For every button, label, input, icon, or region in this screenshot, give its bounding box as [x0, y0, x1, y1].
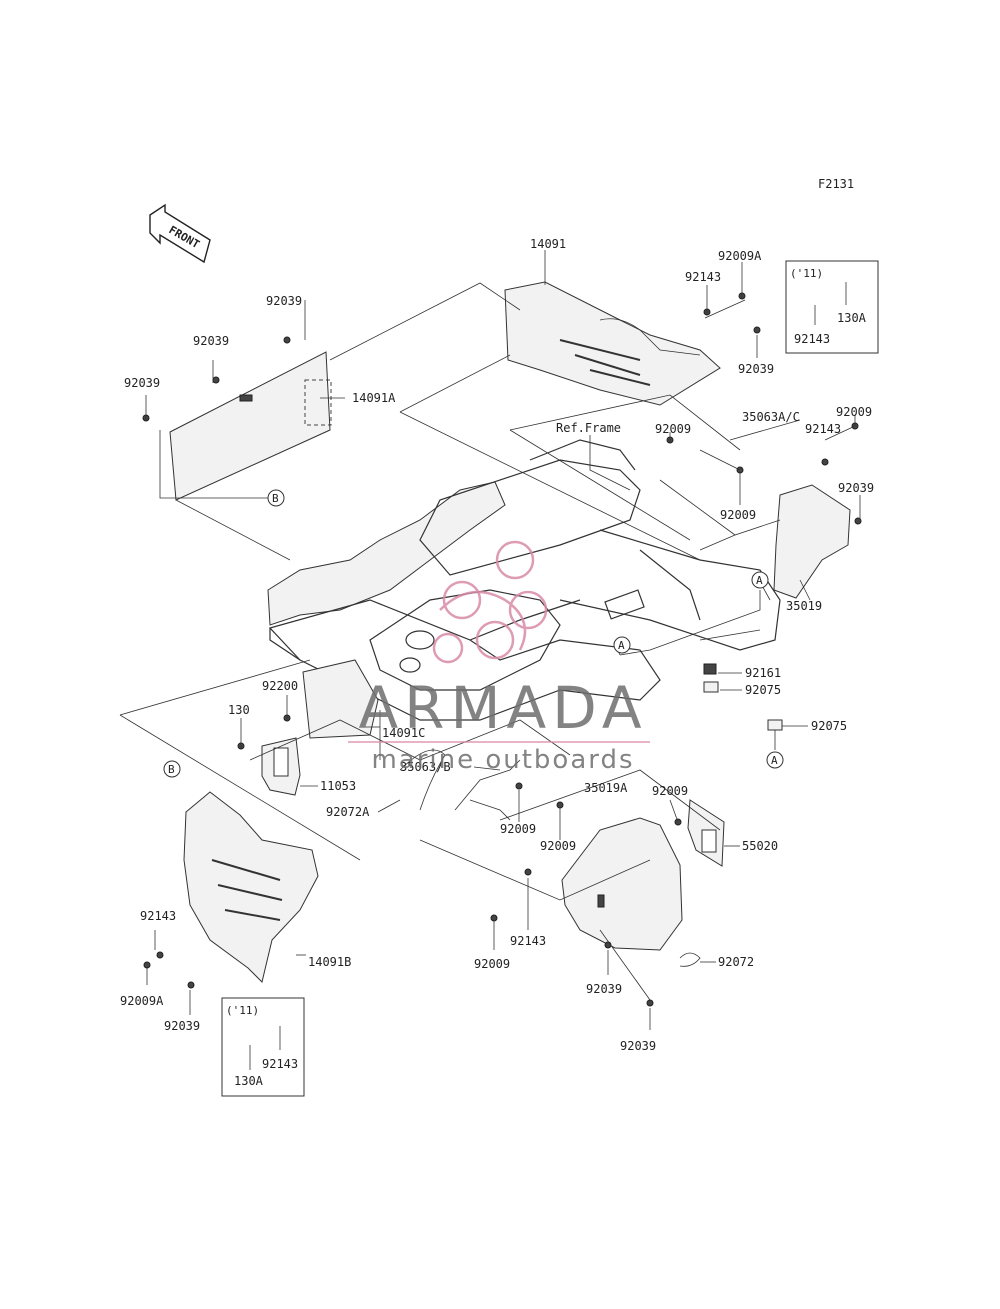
watermark-logo-icon — [432, 540, 548, 664]
part-label: 92009 — [500, 822, 536, 836]
watermark-subtitle: marine outboards — [371, 745, 634, 775]
part-label: 92009 — [652, 784, 688, 798]
part-label: 92039 — [193, 334, 229, 348]
front-arrow-icon: FRONT — [149, 203, 211, 264]
bracket-11053 — [261, 737, 301, 796]
part-label: 92072 — [718, 955, 754, 969]
part-label: 14091 — [530, 237, 566, 251]
guard-55020 — [687, 799, 725, 867]
part-label: 92009 — [655, 422, 691, 436]
part-label: 92009A — [120, 994, 164, 1008]
inset-box-top: ('11) 92143 130A — [785, 260, 879, 354]
svg-text:B: B — [168, 763, 175, 776]
watermark: ARMADA marine outboards — [348, 540, 650, 775]
svg-text:A: A — [756, 574, 763, 587]
part-label: 14091A — [352, 391, 396, 405]
clamp-92072a — [399, 749, 446, 811]
inset-part-bottom-2: 130A — [234, 1074, 264, 1088]
part-label: 35019 — [786, 599, 822, 613]
part-labels: 14091 92009A 92143 92039 92039 92039 920… — [120, 237, 874, 1053]
clip-92072 — [679, 952, 701, 967]
part-label: 92143 — [805, 422, 841, 436]
inset-part-bottom-1: 92143 — [262, 1057, 298, 1071]
part-label: 92161 — [745, 666, 781, 680]
part-label: 92200 — [262, 679, 298, 693]
part-label: 55020 — [742, 839, 778, 853]
part-label: 92009 — [540, 839, 576, 853]
part-label: 92039 — [586, 982, 622, 996]
stay-35063b — [454, 759, 521, 821]
part-label: 92143 — [685, 270, 721, 284]
panel-14091b — [183, 791, 319, 983]
part-label: 92009 — [836, 405, 872, 419]
svg-text:A: A — [771, 754, 778, 767]
part-label: 14091B — [308, 955, 351, 969]
callout-a-3: A — [766, 751, 784, 769]
part-label: 92039 — [266, 294, 302, 308]
part-label: 92009 — [720, 508, 756, 522]
part-label: 92075 — [811, 719, 847, 733]
figure-id: F2131 — [818, 177, 854, 191]
callout-b-1: B — [267, 489, 285, 507]
part-label: 92039 — [620, 1039, 656, 1053]
part-label: 92009 — [474, 957, 510, 971]
part-label: 130 — [228, 703, 250, 717]
plate-14091c — [302, 659, 379, 739]
leader-lines — [119, 250, 861, 1030]
part-label: 92039 — [738, 362, 774, 376]
watermark-title: ARMADA — [358, 674, 647, 742]
panel-14091 — [504, 281, 721, 406]
part-label: 92039 — [124, 376, 160, 390]
part-label: 92143 — [510, 934, 546, 948]
callout-a-2: A — [613, 636, 631, 654]
inset-box-bottom: ('11) 92143 130A — [221, 997, 305, 1097]
panel-14091a — [169, 351, 332, 501]
callout-a-1: A — [751, 571, 769, 589]
callout-b-2: B — [163, 760, 181, 778]
part-label: 92075 — [745, 683, 781, 697]
svg-text:B: B — [272, 492, 279, 505]
fender-35019 — [773, 484, 851, 599]
fender-35019a — [561, 817, 683, 951]
part-label: 92039 — [164, 1019, 200, 1033]
inset-part-top-2: 130A — [837, 311, 867, 325]
ref-frame-label: Ref.Frame — [556, 421, 621, 435]
part-label: 35063A/C — [742, 410, 800, 424]
part-label: 14091C — [382, 726, 425, 740]
inset-year-bottom: ('11) — [226, 1004, 259, 1017]
inset-part-top-1: 92143 — [794, 332, 830, 346]
part-label: 35019A — [584, 781, 628, 795]
part-label: 92143 — [140, 909, 176, 923]
part-label: 92039 — [838, 481, 874, 495]
part-label: 35063/B — [400, 760, 451, 774]
svg-text:A: A — [618, 639, 625, 652]
part-label: 92009A — [718, 249, 762, 263]
part-label: 11053 — [320, 779, 356, 793]
inset-year-top: ('11) — [790, 267, 823, 280]
part-label: 92072A — [326, 805, 370, 819]
